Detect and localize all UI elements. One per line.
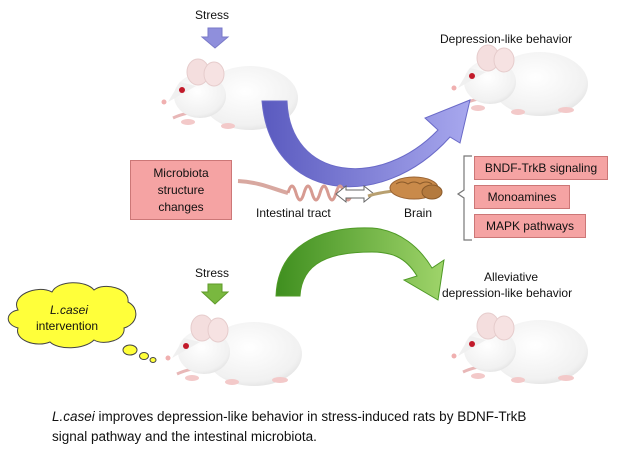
figure-caption: L.casei improves depression-like behavio… [52,407,612,447]
top-right-rat-image [450,43,590,118]
top-outcome-label: Depression-like behavior [440,32,573,46]
pathway-bracket [456,155,472,241]
brain-image [367,176,443,200]
microbiota-line-3: changes [158,199,204,214]
top-stress-label: Stress [195,8,230,22]
caption-line-1: improves depression-like behavior in str… [94,409,527,424]
brain-label: Brain [404,206,433,220]
pathway-box-bdnf: BNDF-TrkB signaling [474,156,608,180]
bottom-curved-arrow-icon [275,227,445,301]
intestine-image [237,179,354,202]
top-stress-arrow-icon [200,27,230,49]
microbiota-line-1: Microbiota [153,165,209,180]
bottom-outcome-line-1: Alleviative [484,270,539,284]
pathway-box-monoamines: Monoamines [474,185,570,209]
caption-line-2: signal pathway and the intestinal microb… [52,429,317,444]
bottom-stress-label: Stress [195,266,230,280]
intestinal-tract-label: Intestinal tract [256,206,331,220]
intervention-thought-cloud [7,282,157,363]
intervention-line-1: L.casei [50,303,89,317]
pathway-box-mapk: MAPK pathways [474,214,586,238]
bottom-right-rat-image [450,311,590,386]
bottom-left-rat-image [164,313,304,388]
bottom-stress-arrow-icon [200,283,230,305]
top-curved-arrow-icon [261,99,471,188]
microbiota-box: Microbiota structure changes [130,160,232,220]
microbiota-line-2: structure [157,182,205,197]
intervention-line-2: intervention [36,319,99,333]
caption-italic: L.casei [52,409,95,424]
bottom-outcome-line-2: depression-like behavior [442,286,573,300]
